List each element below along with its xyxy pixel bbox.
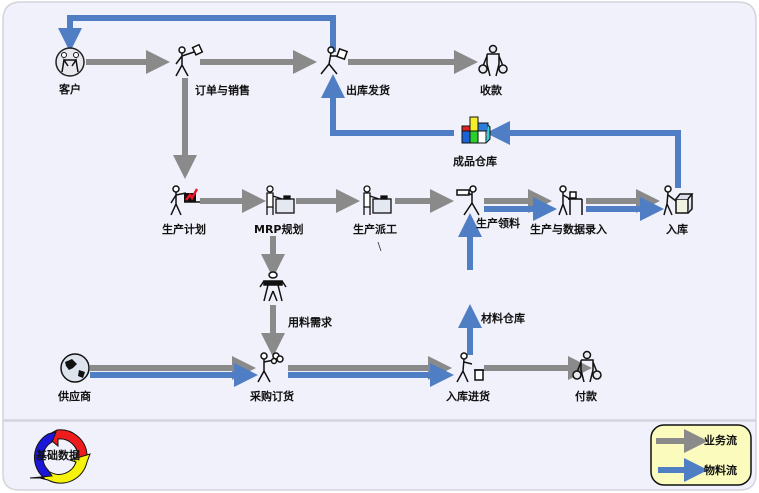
- dispatch-label: 生产派工: [353, 223, 397, 236]
- person-box-icon: [663, 185, 694, 216]
- business-flow-arrows: [86, 50, 660, 380]
- person-chart-icon: [170, 185, 200, 216]
- person-money-bags-icon: [572, 350, 602, 383]
- legend-material-flow-label: 物料流: [704, 464, 737, 477]
- stacked-boxes-icon: [461, 116, 491, 144]
- person-flowers-icon: [257, 352, 284, 383]
- cycle-arrows-icon: [29, 429, 91, 484]
- customer-label: 客户: [59, 83, 81, 96]
- stock-in-label: 入库: [666, 223, 688, 236]
- person-bin-icon: [456, 352, 484, 383]
- person-workbench-icon: [558, 185, 583, 216]
- person-running-package-icon: [320, 46, 349, 75]
- receipt-label: 收款: [480, 84, 502, 97]
- material-warehouse-label: 材料仓库: [481, 312, 525, 325]
- receiving-label: 入库进货: [446, 390, 490, 403]
- production-entry-label: 生产与数据录入: [530, 223, 607, 236]
- payment-label: 付款: [575, 390, 597, 403]
- purchase-label: 采购订货: [250, 390, 294, 403]
- finished-warehouse-label: 成品仓库: [453, 155, 497, 168]
- arrow-stockin-to-finished: [486, 121, 681, 188]
- footer-panel: [2, 420, 757, 491]
- legend-business-flow-label: 业务流: [704, 434, 737, 447]
- material-demand-label: 用料需求: [288, 316, 332, 329]
- material-issue-label: 生产领料: [476, 217, 520, 230]
- base-data-button[interactable]: 基础数据: [36, 449, 80, 462]
- person-desk-icon: [363, 185, 392, 215]
- material-flow-arrows: [58, 15, 681, 387]
- person-icon: [259, 271, 287, 302]
- mrp-label: MRP规划: [254, 223, 304, 236]
- order-sales-label: 订单与销售: [195, 84, 250, 97]
- arrow-finished-to-shipping: [321, 74, 454, 136]
- stray-mark: [377, 241, 382, 252]
- person-document-icon: [175, 43, 204, 77]
- handshake-globe-icon: [55, 47, 85, 77]
- shipping-label: 出库发货: [346, 84, 390, 97]
- globe-icon: [60, 353, 90, 383]
- person-desk-icon: [266, 185, 295, 215]
- supplier-label: 供应商: [58, 390, 91, 403]
- arrow-shipping-to-customer: [58, 15, 336, 52]
- person-carrying-box-icon: [456, 185, 480, 216]
- production-plan-label: 生产计划: [162, 223, 206, 236]
- person-money-bags-icon: [478, 44, 508, 77]
